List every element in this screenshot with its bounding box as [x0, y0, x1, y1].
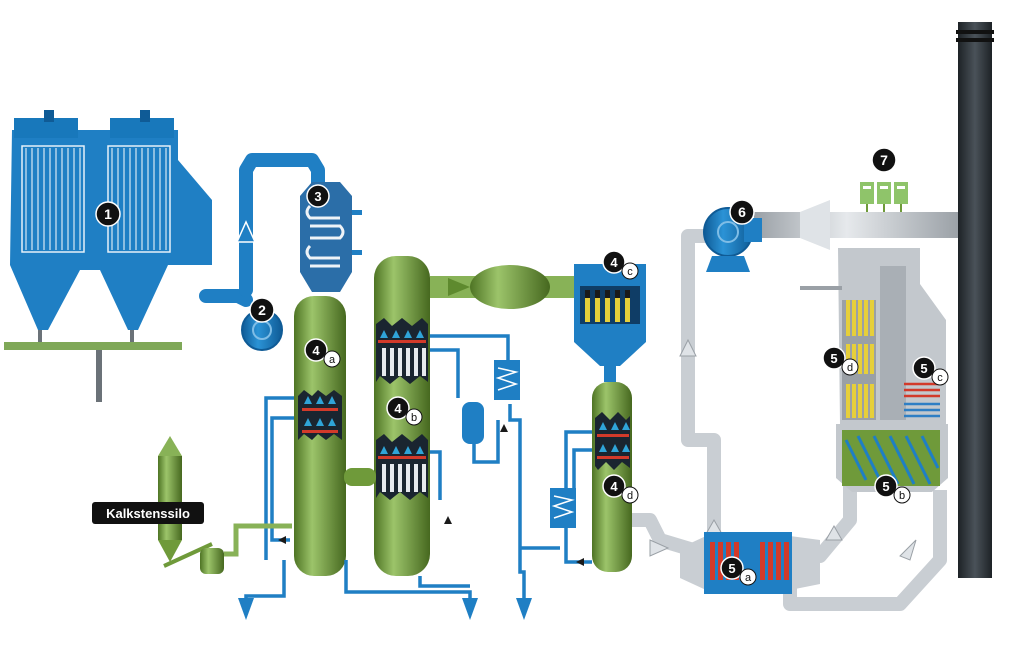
heat-recovery-tower	[800, 248, 946, 424]
heat-exchanger-small-1	[494, 360, 520, 400]
marker-1-num: 1	[104, 206, 112, 222]
marker-2-num: 2	[258, 302, 266, 318]
marker-5b-sub: b	[899, 490, 905, 502]
marker-3: 3	[307, 185, 329, 207]
chimney-stack	[956, 22, 994, 578]
marker-5a-num: 5	[728, 561, 735, 576]
marker-4a-num: 4	[312, 343, 320, 358]
green-duct	[430, 265, 580, 309]
marker-4b-num: 4	[394, 401, 402, 416]
marker-4c-sub: c	[627, 266, 633, 278]
marker-6-num: 6	[738, 204, 746, 220]
marker-6: 6	[730, 200, 754, 224]
marker-4d-num: 4	[610, 479, 618, 494]
marker-5c-sub: c	[937, 372, 943, 384]
column-connector	[344, 468, 376, 486]
flow-arrows-blue	[238, 598, 532, 620]
marker-5d-sub: d	[847, 362, 853, 374]
marker-7-num: 7	[880, 152, 888, 168]
marker-3-num: 3	[314, 189, 321, 204]
marker-5c-num: 5	[920, 361, 927, 376]
wet-esp-4c	[574, 264, 646, 382]
marker-1: 1	[96, 202, 120, 226]
marker-7: 7	[872, 148, 896, 172]
bag-filter	[4, 110, 212, 402]
heat-exchanger-small-2	[550, 488, 576, 528]
marker-4a-sub: a	[329, 354, 336, 366]
marker-4d-sub: d	[627, 490, 633, 502]
silo-label-box: Kalkstenssilo	[92, 502, 204, 524]
marker-2: 2	[250, 298, 274, 322]
water-tank	[462, 402, 484, 444]
marker-5d-num: 5	[830, 351, 837, 366]
silo-label: Kalkstenssilo	[106, 506, 190, 521]
monitoring-units-7	[860, 182, 908, 212]
marker-5b-num: 5	[882, 479, 889, 494]
marker-5a-sub: a	[745, 572, 752, 584]
marker-4c-num: 4	[610, 255, 618, 270]
scrubber-column-4a	[294, 296, 346, 576]
marker-4b-sub: b	[411, 412, 417, 424]
